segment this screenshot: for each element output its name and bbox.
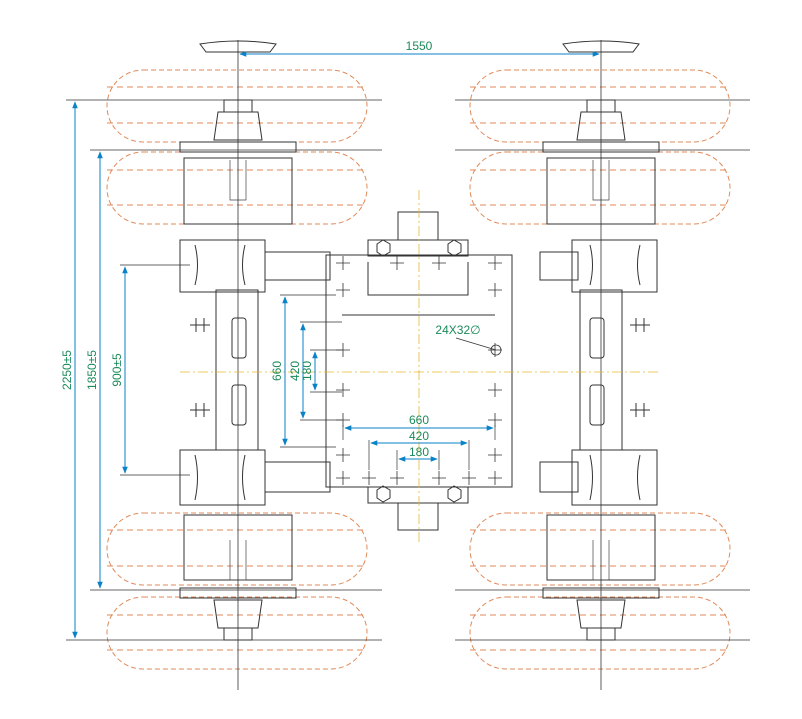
- tire-rear-left-outer: [106, 596, 368, 670]
- bolt-holes: [336, 256, 502, 485]
- hub-bottom-right: [542, 514, 660, 641]
- tire-front-left-inner: [106, 151, 368, 225]
- hex-nuts: [376, 239, 462, 503]
- tire-front-right-outer: [469, 69, 731, 143]
- dimension-extensions: [120, 264, 497, 476]
- label-plate-mid: 420: [288, 361, 302, 381]
- tire-rear-right-outer: [469, 596, 731, 670]
- label-track-width: 1550: [406, 39, 433, 53]
- label-overall-length: 2250±5: [60, 350, 74, 390]
- dimension-arrows: [72, 51, 600, 639]
- hub-top-right: [542, 40, 660, 225]
- label-axle-spacing: 1850±5: [85, 350, 99, 390]
- label-plate-length: 660: [270, 361, 284, 381]
- label-bolt-inner-width: 180: [409, 445, 429, 459]
- label-bolt-width: 420: [409, 429, 429, 443]
- label-hole-spec: 24X32∅: [435, 323, 480, 337]
- hangers-top: [179, 239, 658, 293]
- label-spring-span: 900±5: [110, 353, 124, 387]
- beam-left: [215, 289, 259, 451]
- tires: [106, 69, 731, 670]
- tire-front-left-outer: [106, 69, 368, 143]
- hangers-bottom: [179, 449, 658, 506]
- tire-front-right-inner: [469, 151, 731, 225]
- centerlines: [180, 40, 660, 690]
- axle-lines: [66, 99, 750, 641]
- tire-rear-right-inner: [469, 512, 731, 586]
- tire-rear-left-inner: [106, 512, 368, 586]
- label-plate-width: 660: [409, 413, 429, 427]
- label-plate-inner: 180: [300, 361, 314, 381]
